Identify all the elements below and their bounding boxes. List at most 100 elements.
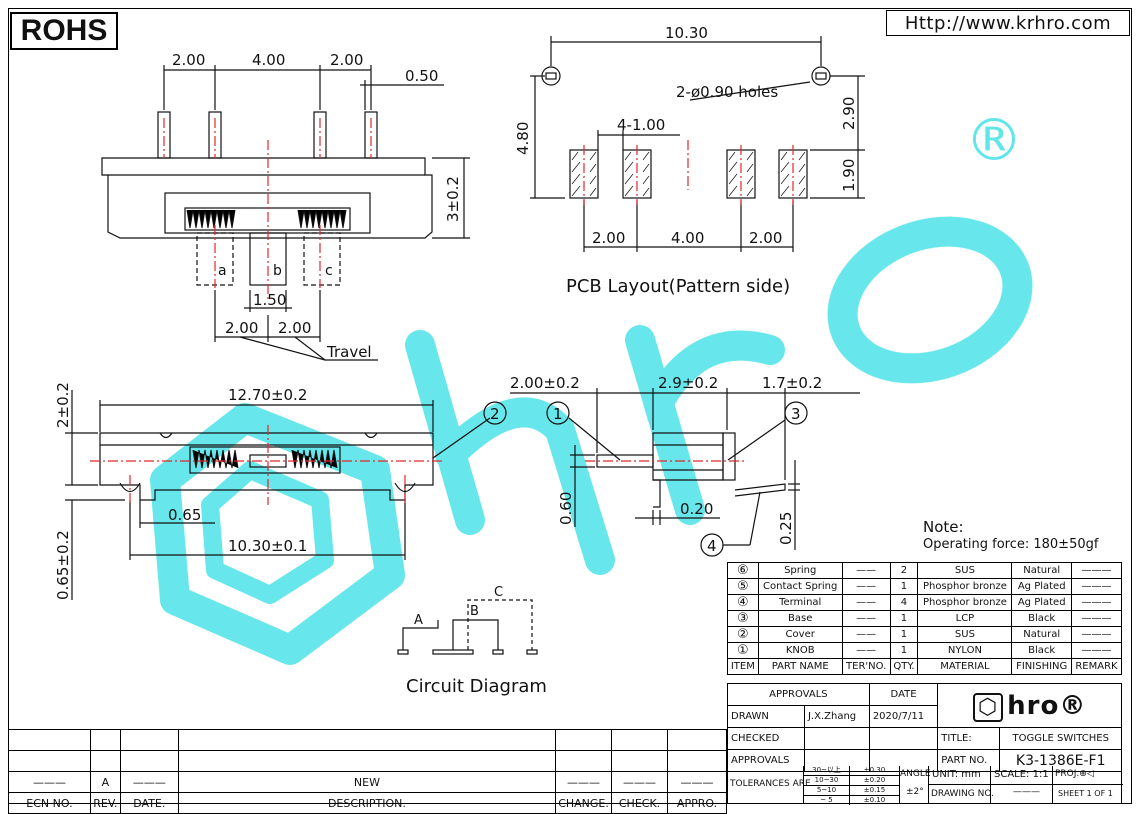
bom-cell-name: Terminal <box>757 594 843 611</box>
bom-cell-rem: ——— <box>1070 578 1123 595</box>
pcb-p1: 2.00 <box>592 229 625 247</box>
bom-header: PART NAME <box>757 658 843 675</box>
tolerance-value: ±0.20 <box>863 776 886 784</box>
travel-label: Travel <box>326 343 372 361</box>
revision-header: CHANGE. <box>555 792 613 814</box>
bom-header: ITEM <box>727 658 759 675</box>
angle-label: ANGLE <box>900 769 931 779</box>
revision-header: REV. <box>89 792 121 814</box>
front-foot: 0.65 <box>168 506 201 524</box>
bom-cell-mat: Phosphor bronze <box>917 594 1013 611</box>
tolerance-range: 10~30 <box>804 776 850 785</box>
side-d3: 1.7±0.2 <box>762 374 822 392</box>
bom-cell-fin: Black <box>1011 610 1072 627</box>
bom-cell-qty: 1 <box>889 626 919 643</box>
bom-header: QTY. <box>889 658 919 675</box>
bom-cell-fin: Ag Plated <box>1011 578 1072 595</box>
drawing-no-label: DRAWING NO. <box>931 789 994 799</box>
approvals2-label: APPROVALS <box>727 749 805 772</box>
bom-cell-ter: —— <box>841 578 891 595</box>
dim-top-1: 2.00 <box>172 51 205 69</box>
checked-label: CHECKED <box>727 727 805 750</box>
dim-top-height: 3±0.2 <box>444 176 462 222</box>
revision-header: ECN NO. <box>8 792 91 814</box>
pos-c: c <box>325 263 333 279</box>
title-label: TITLE: <box>937 727 1001 750</box>
bom-cell-name: Spring <box>757 562 843 579</box>
revision-header: CHECK. <box>611 792 668 814</box>
bom-cell-rem: ——— <box>1070 642 1123 659</box>
bom-cell-rem: ——— <box>1070 562 1123 579</box>
bom-cell-no: ③ <box>727 610 759 627</box>
bom-cell-no: ⑥ <box>727 562 759 579</box>
tolerance-range: 5~10 <box>804 786 850 795</box>
bom-cell-qty: 1 <box>889 578 919 595</box>
part-label: PART NO. <box>937 749 1001 772</box>
pcb-holes: 2-ø0.90 holes <box>676 83 778 101</box>
circuit-caption: Circuit Diagram <box>406 676 547 697</box>
callout-2: 2 <box>490 405 500 423</box>
bom-cell-ter: —— <box>841 594 891 611</box>
tolerance-label: TOLERANCES ARE <box>730 779 811 789</box>
side-w: 0.20 <box>680 500 713 518</box>
bom-cell-fin: Natural <box>1011 562 1072 579</box>
tolerance-row-item: ~ 5 ±0.10 <box>804 796 899 805</box>
circuit-b: B <box>470 604 479 619</box>
pcb-h-pad: 1.90 <box>840 159 858 192</box>
drawn-date: 2020/7/11 <box>868 705 939 728</box>
revision-value: ——— <box>119 771 179 793</box>
website-url[interactable]: Http://www.krhro.com <box>886 10 1130 36</box>
front-h: 2±0.2 <box>54 382 72 428</box>
callout-3: 3 <box>791 405 801 423</box>
bom-cell-ter: —— <box>841 562 891 579</box>
bom-cell-qty: 1 <box>889 642 919 659</box>
drawing-no-value: ——— <box>1013 787 1040 797</box>
bom-cell-ter: —— <box>841 626 891 643</box>
note-text: Operating force: 180±50gf <box>923 537 1099 552</box>
drawn-by: J.X.Zhang <box>803 705 870 728</box>
bom-cell-qty: 1 <box>889 610 919 627</box>
pcb-h-total: 4.80 <box>514 122 532 155</box>
bom-cell-mat: SUS <box>917 562 1013 579</box>
bom-cell-fin: Ag Plated <box>1011 594 1072 611</box>
side-d2: 2.9±0.2 <box>658 374 718 392</box>
watermark-registered: ® <box>965 106 1023 174</box>
drawn-label: DRAWN <box>727 705 805 728</box>
bom-header: MATERIAL <box>917 658 1013 675</box>
revision-value: ——— <box>555 771 613 793</box>
sheet: SHEET 1 OF 1 <box>1058 789 1113 798</box>
tolerance-range: ~ 5 <box>804 796 850 805</box>
pos-b: b <box>273 263 282 279</box>
bom-cell-rem: ——— <box>1070 610 1123 627</box>
pcb-pitch: 4-1.00 <box>617 116 665 134</box>
date-header: DATE <box>868 683 939 706</box>
bom-cell-ter: —— <box>841 642 891 659</box>
bom-cell-no: ④ <box>727 594 759 611</box>
bom-cell-no: ⑤ <box>727 578 759 595</box>
bom-cell-no: ① <box>727 642 759 659</box>
tolerance-value: ±0.10 <box>863 796 886 804</box>
tolerance-range: 30~以上 <box>804 766 850 775</box>
watermark-logo <box>150 216 1033 665</box>
bom-header: TER'NO. <box>841 658 891 675</box>
front-w: 12.70±0.2 <box>228 386 307 404</box>
bom-cell-name: KNOB <box>757 642 843 659</box>
side-t: 0.25 <box>777 512 795 545</box>
bom-cell-rem: ——— <box>1070 626 1123 643</box>
part-value: K3-1386E-F1 <box>999 749 1122 772</box>
revision-value: NEW <box>177 771 557 793</box>
bom-cell-mat: NYLON <box>917 642 1013 659</box>
pcb-p3: 2.00 <box>749 229 782 247</box>
tolerance-value: ±0.15 <box>863 786 886 794</box>
bom-cell-fin: Natural <box>1011 626 1072 643</box>
bom-cell-mat: SUS <box>917 626 1013 643</box>
revision-table: ———A———NEW————————— ECN NO.REV.DATE.DESC… <box>8 729 727 814</box>
